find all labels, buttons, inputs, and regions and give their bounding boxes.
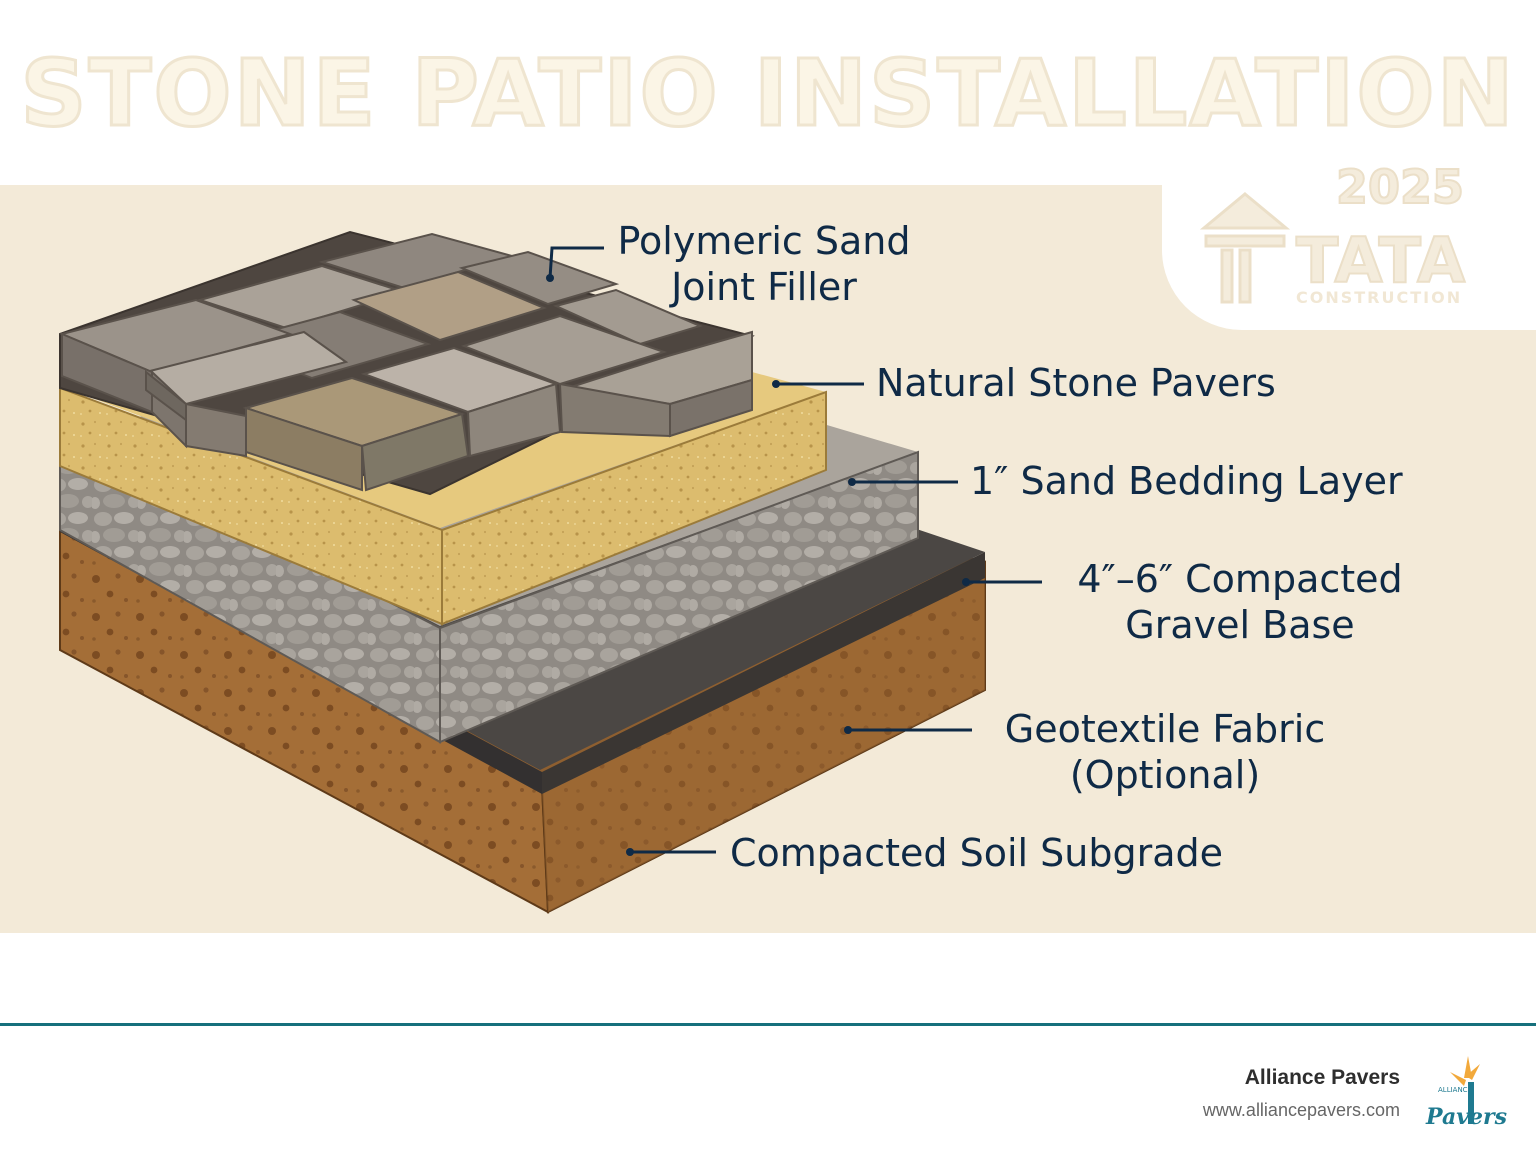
label-geotextile-line1: Geotextile Fabric — [1004, 707, 1326, 751]
label-pavers: Natural Stone Pavers — [876, 361, 1276, 405]
paver — [553, 288, 703, 346]
paver — [461, 314, 668, 386]
geotextile-side — [542, 552, 985, 794]
alliance-pavers-logo-icon: ALLIANCE Pavers — [1425, 1056, 1507, 1130]
paver — [458, 250, 620, 306]
sand-side — [441, 390, 827, 626]
gravel-side — [439, 450, 919, 744]
label-soil-subgrade: Compacted Soil Subgrade — [730, 831, 1223, 875]
tower-icon — [1200, 192, 1290, 304]
label-joint-filler-line1: Polymeric Sand — [617, 219, 911, 263]
footer-url[interactable]: www.alliancepavers.com — [1202, 1100, 1400, 1120]
logo-text: Pavers — [1425, 1104, 1507, 1130]
leader-dots — [546, 274, 970, 856]
leader-joint-filler — [548, 246, 604, 279]
footer-brand[interactable]: Alliance Pavers — [1244, 1066, 1400, 1089]
label-geotextile: Geotextile Fabric (Optional) — [982, 706, 1348, 798]
label-sand-bedding: 1″ Sand Bedding Layer — [970, 459, 1403, 503]
page-title: STONE PATIO INSTALLATION — [19, 40, 1516, 147]
label-gravel-line1: 4″–6″ Compacted — [1077, 557, 1403, 601]
label-joint-filler-line2: Joint Filler — [671, 265, 857, 309]
watermark-year: 2025 — [1335, 159, 1465, 215]
label-joint-filler: Polymeric Sand Joint Filler — [604, 218, 924, 310]
logo-small-text: ALLIANCE — [1438, 1086, 1472, 1094]
paver — [351, 270, 547, 342]
paver-grid — [58, 232, 753, 492]
label-gravel-base: 4″–6″ Compacted Gravel Base — [1050, 556, 1430, 648]
label-geotextile-line2: (Optional) — [1069, 753, 1261, 797]
leader-lines — [548, 246, 1042, 854]
label-gravel-line2: Gravel Base — [1125, 603, 1355, 647]
footer-divider — [0, 1023, 1536, 1026]
watermark-name: TATA — [1295, 223, 1467, 298]
watermark-subtitle: CONSTRUCTION — [1296, 288, 1463, 307]
